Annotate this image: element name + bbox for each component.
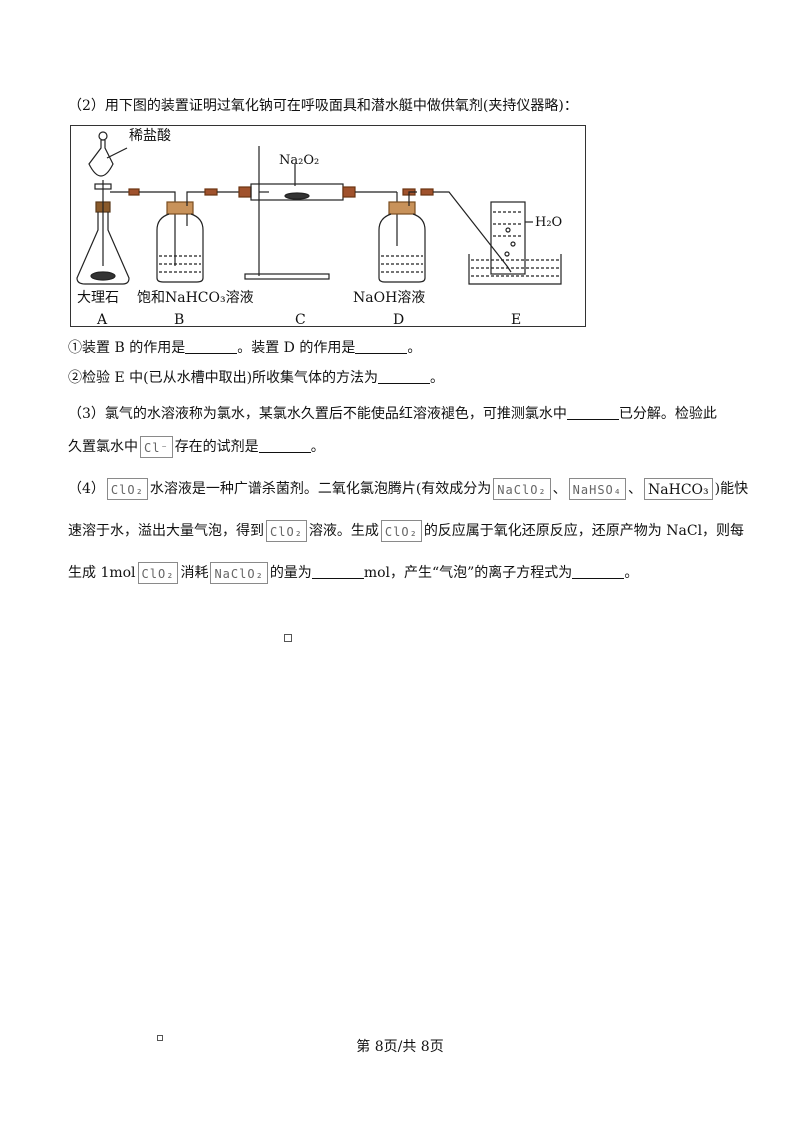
formula-nahco3: NaHCO₃ bbox=[644, 478, 713, 500]
letter-d: D bbox=[393, 312, 404, 326]
conical-flask-a bbox=[76, 198, 130, 285]
q2-intro: （2）用下图的装置证明过氧化钠可在呼吸面具和潜水艇中做供氧剂(夹持仪器略)： bbox=[68, 98, 578, 114]
label-marble: 大理石 bbox=[77, 290, 119, 306]
letter-e: E bbox=[511, 312, 521, 326]
q3-line-1: （3）氯气的水溶液称为氯水，某氯水久置后不能使品红溶液褪色，可推测氯水中已分解。… bbox=[68, 405, 717, 422]
formula-clo2: ClO₂ bbox=[266, 520, 307, 542]
formula-clo2: ClO₂ bbox=[380, 520, 422, 542]
formula-cl-ion: Cl⁻ bbox=[140, 436, 173, 458]
answer-blank[interactable] bbox=[311, 564, 364, 579]
label-acid: 稀盐酸 bbox=[129, 128, 171, 144]
label-nahco3: 饱和NaHCO₃溶液 bbox=[137, 290, 254, 306]
wash-bottle-d bbox=[378, 201, 426, 283]
water-trough-e bbox=[468, 201, 562, 285]
letter-c: C bbox=[295, 312, 306, 326]
answer-blank[interactable] bbox=[185, 339, 238, 354]
letter-a: A bbox=[96, 312, 108, 326]
answer-blank[interactable] bbox=[355, 339, 408, 354]
formula-naclo2: NaClO₂ bbox=[493, 478, 551, 500]
page-marker-icon bbox=[284, 634, 292, 642]
answer-blank[interactable] bbox=[572, 564, 625, 579]
answer-blank[interactable] bbox=[258, 438, 311, 453]
label-h2o: H₂O bbox=[535, 215, 562, 230]
q2-line-1: ①装置 B 的作用是。装置 D 的作用是。 bbox=[68, 339, 422, 356]
letter-b: B bbox=[174, 312, 184, 326]
label-na2o2: Na₂O₂ bbox=[279, 153, 319, 168]
formula-clo2: ClO₂ bbox=[137, 562, 179, 584]
answer-blank[interactable] bbox=[566, 405, 619, 420]
page-marker-icon bbox=[157, 1035, 163, 1041]
wash-bottle-b bbox=[156, 201, 204, 283]
formula-naclo2: NaClO₂ bbox=[210, 562, 268, 584]
answer-blank[interactable] bbox=[378, 369, 431, 384]
separatory-funnel bbox=[88, 131, 114, 198]
label-naoh: NaOH溶液 bbox=[353, 290, 425, 306]
q2-line-2: ②检验 E 中(已从水槽中取出)所收集气体的方法为。 bbox=[68, 369, 445, 386]
reaction-tube-c bbox=[238, 146, 356, 280]
page-footer: 第 8页/共 8页 bbox=[356, 1039, 444, 1055]
formula-clo2: ClO₂ bbox=[106, 478, 148, 500]
apparatus-figure: 稀盐酸 Na₂O₂ H₂O 大理石 饱和NaHCO₃溶液 NaOH溶液 A B … bbox=[70, 125, 586, 328]
formula-nahso4: NaHSO₄ bbox=[568, 478, 627, 500]
